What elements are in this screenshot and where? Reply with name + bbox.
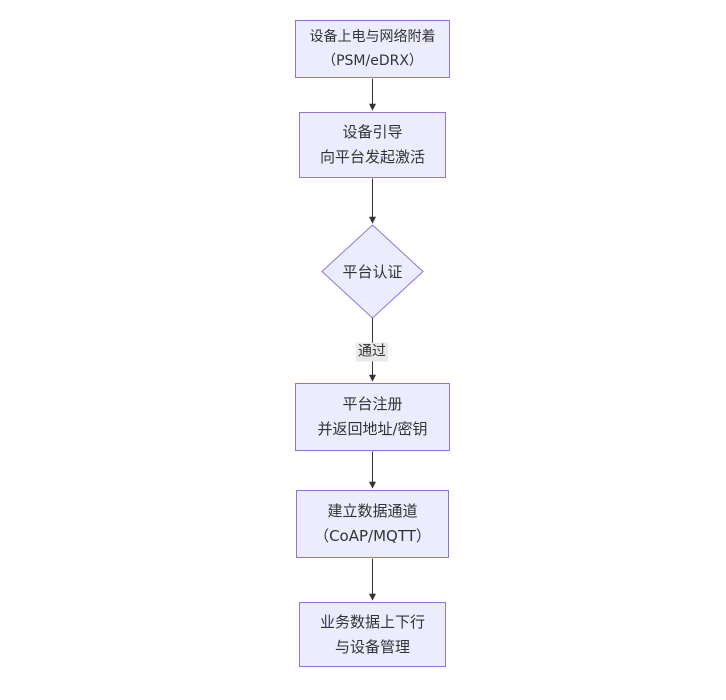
flow-node-business-data: 业务数据上下行 与设备管理 bbox=[299, 602, 446, 667]
flow-node-data-channel: 建立数据通道 （CoAP/MQTT） bbox=[296, 490, 449, 558]
flow-node-platform-register: 平台注册 并返回地址/密钥 bbox=[295, 383, 450, 451]
flow-node-power-attach-label: 设备上电与网络附着 （PSM/eDRX） bbox=[309, 29, 436, 69]
flow-node-business-data-label: 业务数据上下行 与设备管理 bbox=[319, 612, 425, 656]
flow-node-data-channel-label: 建立数据通道 （CoAP/MQTT） bbox=[314, 502, 431, 545]
flow-node-power-attach: 设备上电与网络附着 （PSM/eDRX） bbox=[295, 20, 450, 78]
flow-node-bootstrap: 设备引导 向平台发起激活 bbox=[299, 112, 446, 178]
flow-node-platform-register-label: 平台注册 并返回地址/密钥 bbox=[317, 395, 428, 438]
flow-node-platform-auth-label: 平台认证 bbox=[342, 263, 403, 281]
flow-node-bootstrap-label: 设备引导 向平台发起激活 bbox=[319, 123, 425, 166]
flow-node-platform-auth: 平台认证 bbox=[322, 225, 423, 318]
edge-label-pass-text: 通过 bbox=[358, 343, 386, 360]
edge-label-pass: 通过 bbox=[356, 342, 388, 362]
